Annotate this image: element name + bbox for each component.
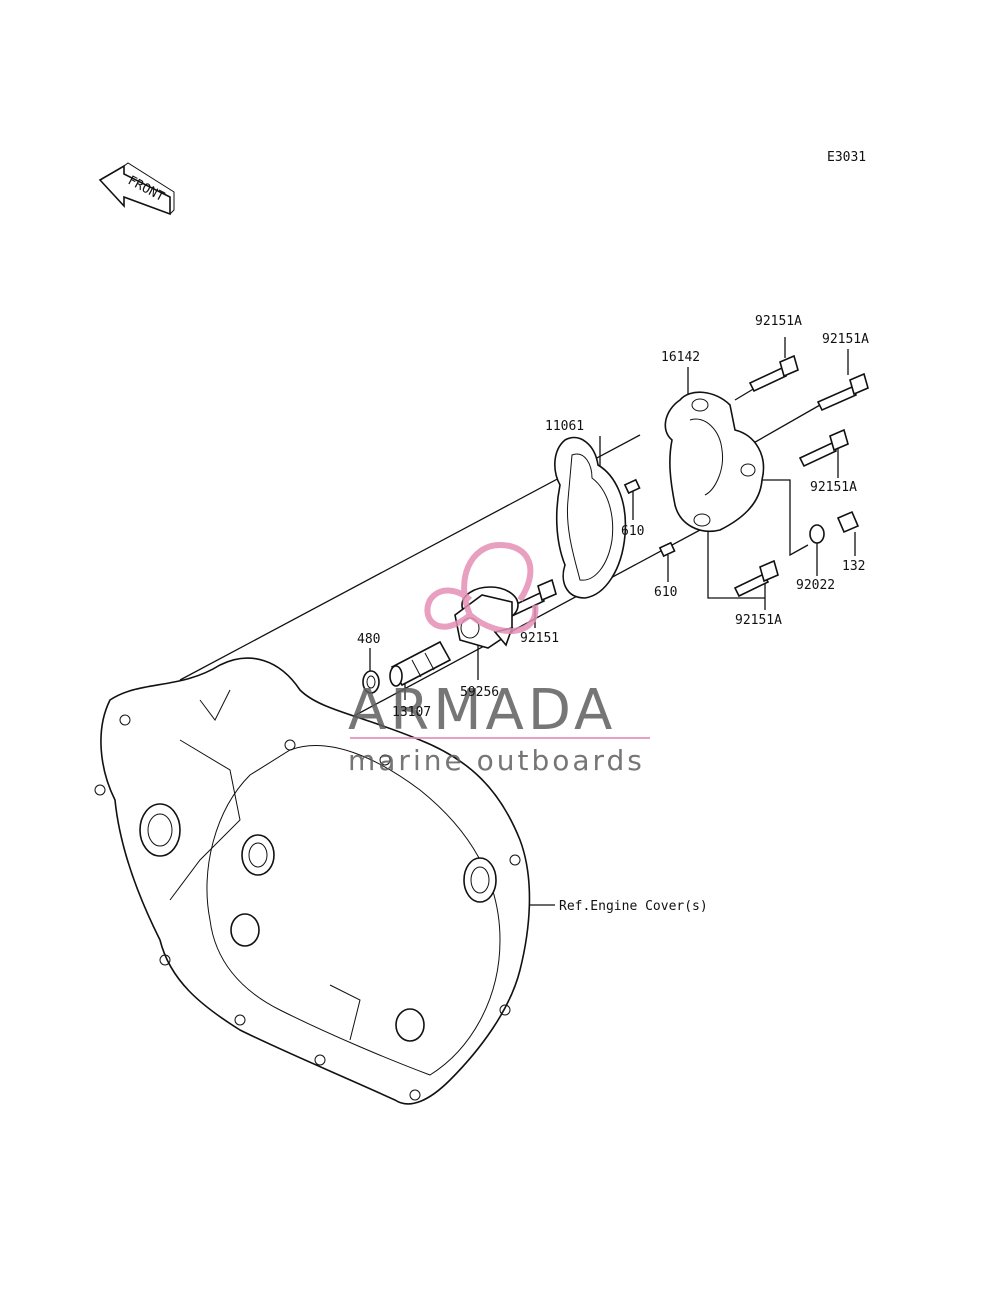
- label-ref-engine-cover: Ref.Engine Cover(s): [559, 899, 708, 914]
- watermark-brand: ARMADA: [348, 678, 616, 743]
- engine-cover-icon: [94, 657, 531, 1105]
- watermark-tagline: marine outboards: [348, 744, 645, 777]
- label-610-a: 610: [621, 524, 644, 539]
- label-11061: 11061: [545, 419, 584, 434]
- propeller-logo-icon: [424, 541, 539, 634]
- bolt-icon: [816, 372, 869, 412]
- label-92151A-mid: 92151A: [810, 480, 857, 495]
- washer-icon: [809, 524, 825, 544]
- bolt-icon: [733, 559, 779, 598]
- oil-seal-icon: [362, 670, 380, 694]
- label-480: 480: [357, 632, 380, 647]
- diagram-code: E3031: [827, 150, 866, 165]
- label-92151A-bottom: 92151A: [735, 613, 782, 628]
- bolt-icon: [748, 354, 799, 393]
- bolt-icon: [798, 428, 849, 468]
- pump-cover-icon: [664, 391, 765, 532]
- label-92151: 92151: [520, 631, 559, 646]
- bolt-icon: [836, 510, 860, 534]
- label-132: 132: [842, 559, 865, 574]
- label-16142: 16142: [661, 350, 700, 365]
- dowel-pin-icon: [623, 478, 641, 495]
- label-610-b: 610: [654, 585, 677, 600]
- armada-watermark: ARMADA marine outboards: [348, 541, 650, 777]
- label-92151A-right-top: 92151A: [822, 332, 869, 347]
- label-92151A-top: 92151A: [755, 314, 802, 329]
- dowel-pin-icon: [658, 541, 676, 558]
- pump-shaft-icon: [389, 640, 452, 687]
- label-92022: 92022: [796, 578, 835, 593]
- front-arrow-icon: FRONT: [98, 162, 175, 216]
- label-13107: 13107: [392, 705, 431, 720]
- gasket-icon: [554, 436, 627, 599]
- label-59256: 59256: [460, 685, 499, 700]
